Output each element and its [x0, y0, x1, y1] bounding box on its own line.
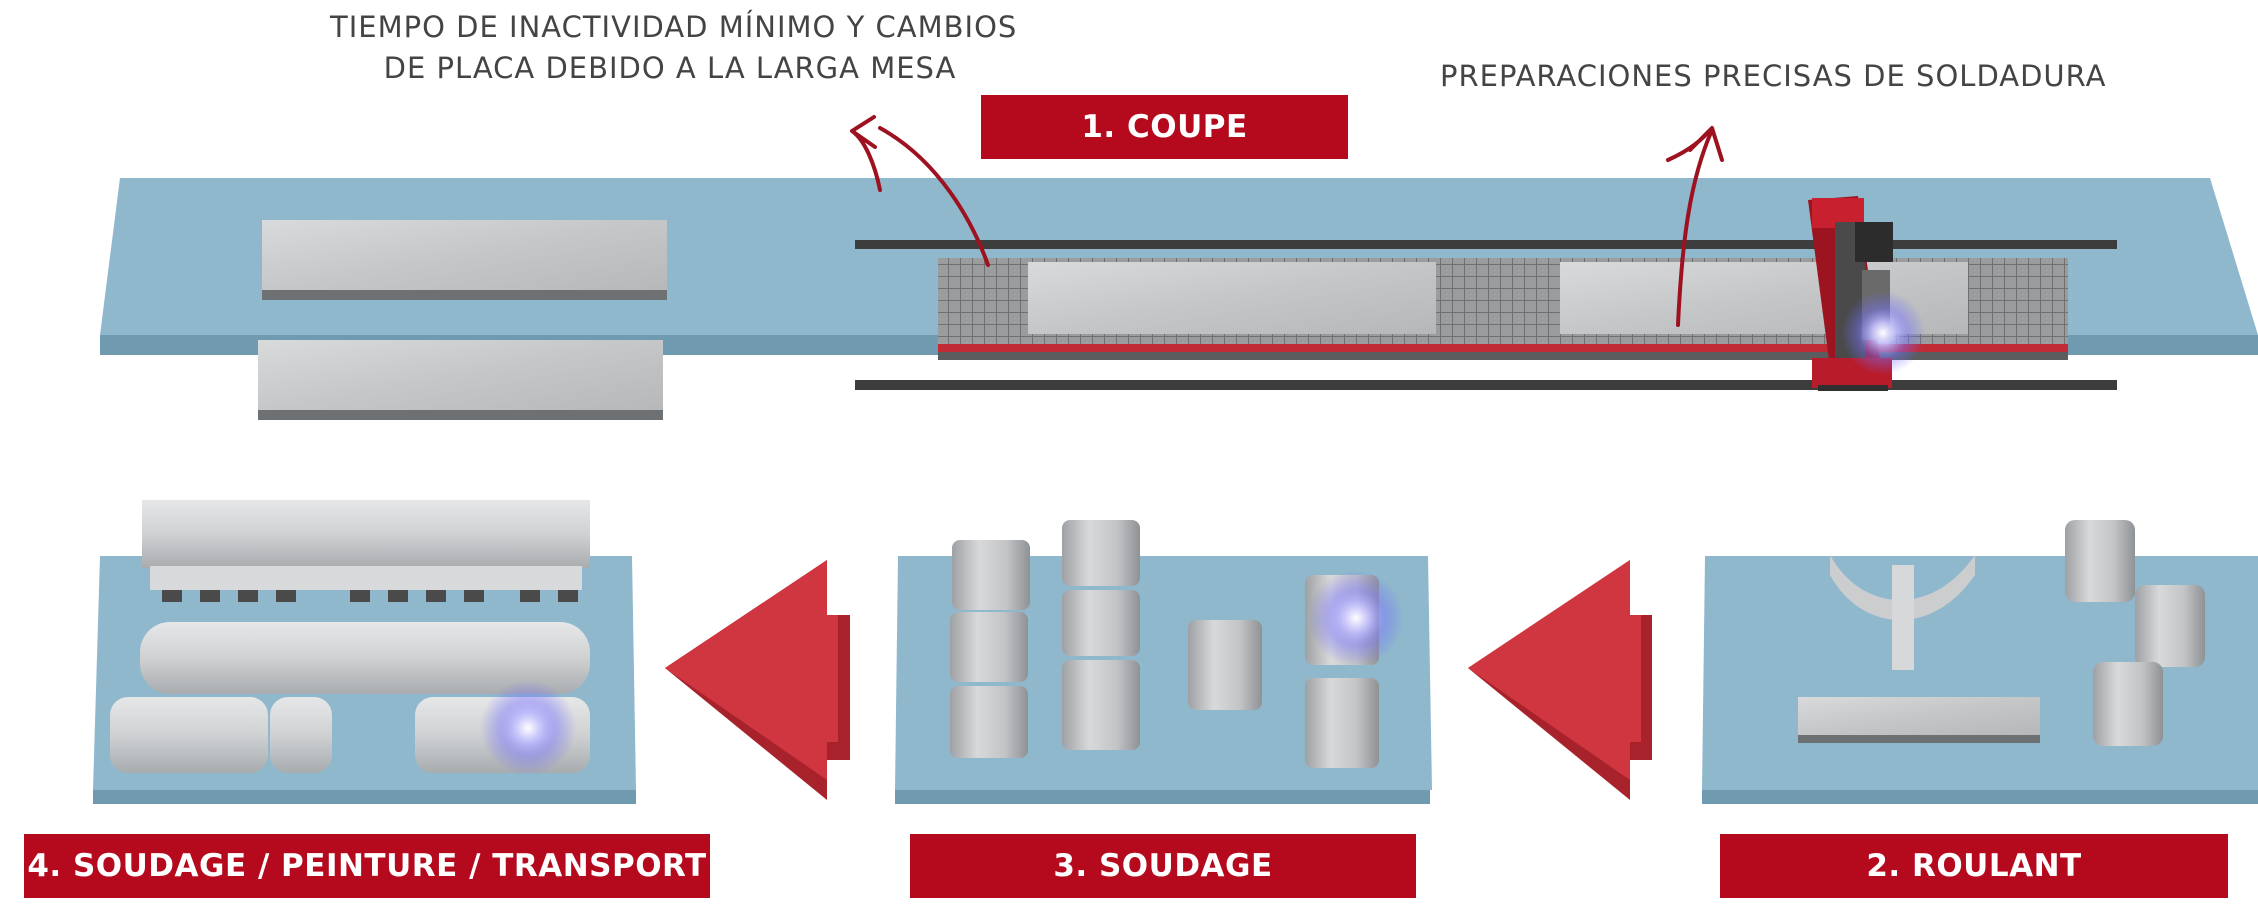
trailer-deck — [150, 566, 582, 590]
annotation-arrow-left — [878, 126, 990, 267]
annotation-downtime-line1: TIEMPO DE INACTIVIDAD MÍNIMO Y CAMBIOS — [330, 10, 1018, 44]
cutting-gantry-icon — [1808, 196, 1925, 391]
stage3-platform — [895, 520, 1432, 804]
annotation-downtime-line2: DE PLACA DEBIDO A LA LARGA MESA — [383, 51, 957, 85]
arrow-left-icon — [1468, 560, 1652, 800]
welding-spark-icon — [1308, 570, 1404, 666]
arrow-left-icon — [665, 560, 850, 800]
pipe-section-2 — [270, 697, 332, 773]
annotation-arrowhead-left — [850, 115, 882, 192]
raw-plates — [258, 220, 667, 420]
welding-spark-icon — [480, 680, 576, 776]
gantry-rails — [855, 240, 2117, 390]
flat-plate — [1798, 697, 2040, 735]
plate-stack-2 — [258, 340, 663, 414]
painted-pipe — [140, 622, 590, 694]
rail-back — [855, 240, 2117, 249]
pipe-section-1 — [110, 697, 268, 773]
rail-front — [855, 380, 2117, 390]
roller-stand — [1892, 565, 1914, 670]
table-base — [938, 352, 2068, 360]
rolled-rings — [2065, 520, 2205, 746]
annotation-weld-prep: PREPARACIONES PRECISAS DE SOLDADURA — [1440, 59, 2107, 93]
annotation-arrows — [850, 115, 1724, 327]
welding-spark-icon — [1841, 291, 1925, 375]
table-rail-red — [938, 344, 2068, 352]
stage2-platform — [1702, 520, 2258, 804]
stage-label-roulant: 2. ROULANT — [1720, 834, 2228, 898]
annotation-arrowhead-right — [1666, 126, 1724, 162]
rolling-sheet — [1830, 555, 1975, 621]
stage-label-coupe: 1. COUPE — [981, 95, 1348, 159]
stage-label-transport: 4. SOUDAGE / PEINTURE / TRANSPORT — [24, 834, 710, 898]
plate-stack-1 — [262, 220, 667, 294]
annotation-arrow-right — [1676, 128, 1714, 327]
plate-stack-2-edge — [258, 410, 663, 420]
stage-label-soudage: 3. SOUDAGE — [910, 834, 1416, 898]
trailer-wheels — [162, 590, 578, 602]
pipe-on-trailer — [142, 500, 590, 568]
rolled-cylinders — [950, 520, 1379, 768]
stage4-platform — [93, 500, 636, 804]
plate-on-table-1 — [1028, 262, 1436, 334]
plate-stack-1-edge — [262, 290, 667, 300]
